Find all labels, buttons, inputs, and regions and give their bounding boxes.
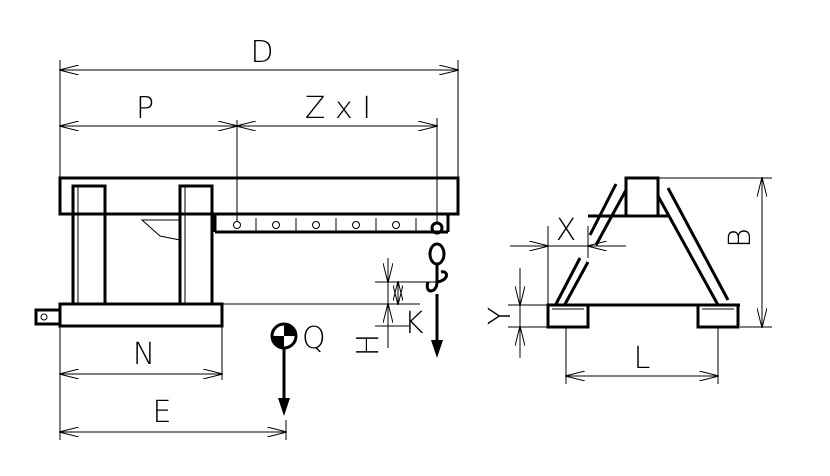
dim-label-N: N [133,337,155,372]
towing-eye [34,308,62,326]
dim-label-Y: Y [483,307,518,325]
dim-label-ZxI: Z x I [305,91,371,126]
side-view: D P Z x I N E Q K H [34,35,460,440]
end-view: X Y L B [483,176,772,384]
dim-label-H: H [351,334,386,357]
load-label-Q: Q [302,321,326,356]
center-of-gravity-icon [270,322,298,416]
dim-label-X: X [556,213,577,248]
dim-label-D: D [250,35,273,70]
jib-beam [58,176,460,216]
dim-label-P: P [136,91,154,126]
dim-label-E: E [153,395,172,430]
pocket-right [696,303,740,329]
adjustment-holes [233,218,417,232]
crane-hook-icon [425,221,448,358]
pocket-left [546,303,590,329]
base-bar [58,302,224,328]
dim-label-K: K [404,306,424,341]
dim-label-B: B [723,228,758,248]
dim-label-L: L [634,341,651,376]
beam-section [624,176,660,218]
